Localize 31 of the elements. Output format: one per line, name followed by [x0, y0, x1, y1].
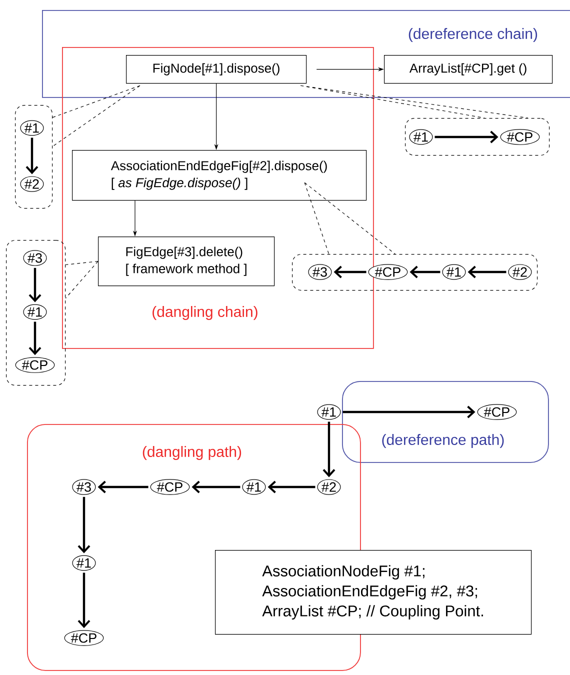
callout-group [6, 240, 66, 386]
method-box: FigNode[#1].dispose() [126, 55, 307, 84]
region-label: (dereference chain) [408, 28, 538, 42]
arrow [342, 406, 476, 418]
leader-line [304, 182, 396, 254]
region-label: (dangling path) [142, 446, 242, 460]
legend-box: AssociationNodeFig #1; AssociationEndEdgeFig #2, #3; ArrayList #CP; // Coupling Point. [215, 550, 532, 635]
region-label: (dereference path) [382, 434, 504, 448]
leader-line [52, 85, 140, 147]
arrow [28, 322, 42, 356]
arrow [26, 138, 38, 174]
arrow [468, 266, 506, 278]
arrow [78, 572, 90, 628]
method-box: ArrayList[#CP].get () [384, 55, 553, 84]
leader-line [65, 261, 98, 299]
arrow [98, 480, 148, 494]
callout-group [292, 254, 538, 291]
callout-group [405, 118, 550, 156]
arrow [28, 268, 42, 302]
leader-line [300, 85, 528, 118]
arrow [334, 266, 366, 278]
callout-group [15, 105, 53, 209]
arrow [434, 130, 498, 144]
arrow [192, 480, 240, 494]
method-box: FigEdge[#3].delete() [ framework method ] [98, 236, 275, 286]
arrow [410, 266, 440, 278]
arrow [322, 422, 336, 478]
region-label: (dangling chain) [152, 306, 258, 320]
arrow [78, 496, 90, 554]
method-box: AssociationEndEdgeFig[#2].dispose() [ as FigEdge.dispose() ] [72, 150, 367, 201]
arrow [268, 480, 316, 494]
